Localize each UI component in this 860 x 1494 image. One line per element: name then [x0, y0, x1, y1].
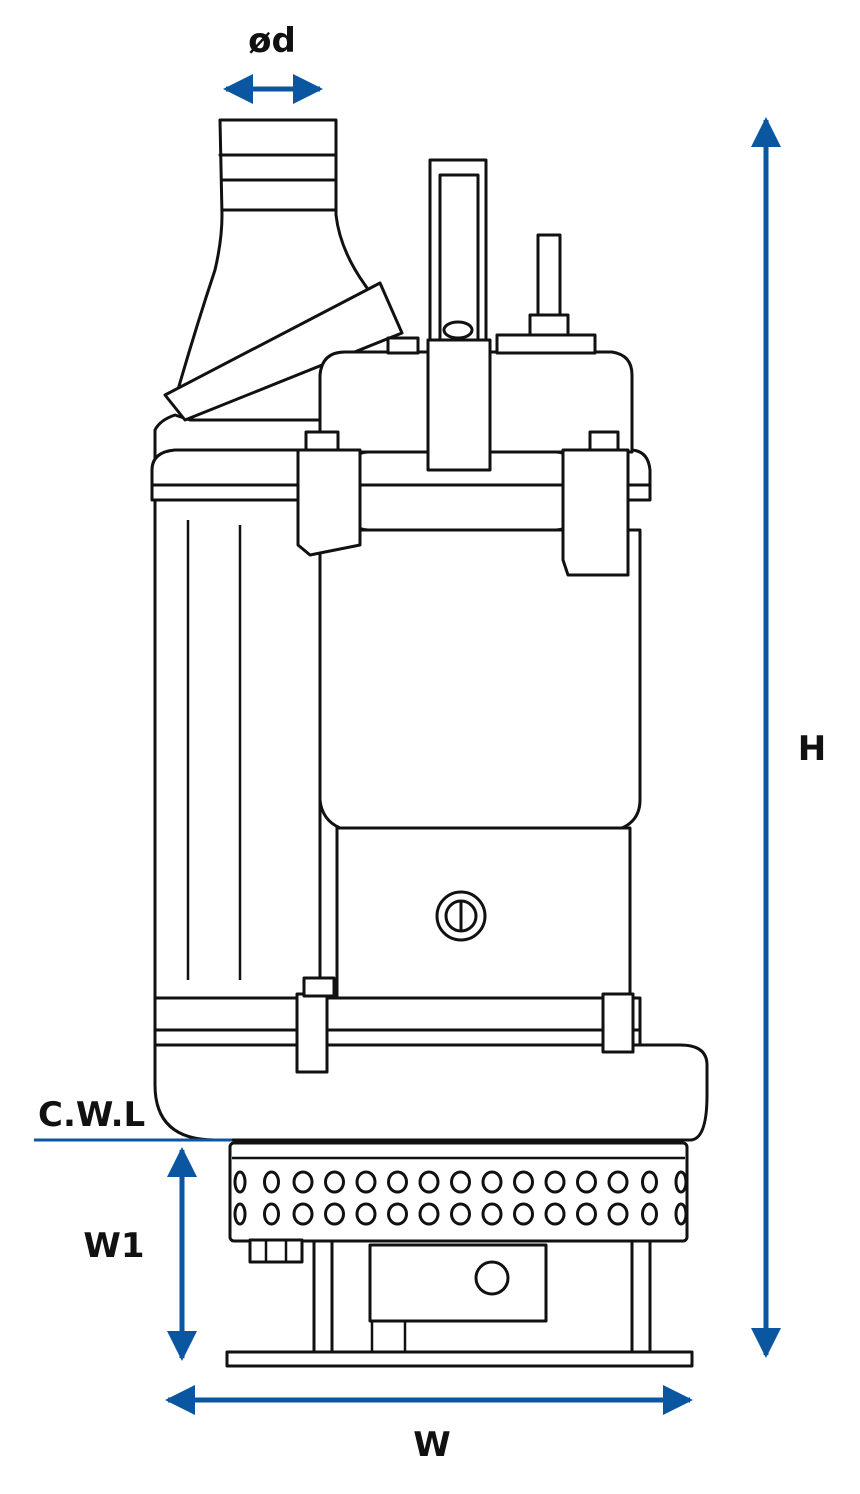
strainer-hole — [418, 1170, 440, 1194]
strainer-hole — [674, 1170, 688, 1194]
strainer-hole — [641, 1202, 658, 1226]
upper-bracket-left — [296, 448, 362, 557]
strainer-hole — [481, 1202, 503, 1226]
strainer-hole — [607, 1202, 629, 1226]
cable-gland-base — [495, 333, 597, 355]
strainer-hole — [387, 1170, 408, 1194]
lower-bracket-right — [601, 992, 635, 1054]
strainer-hole — [292, 1170, 314, 1194]
w-label: W — [413, 1425, 451, 1465]
strainer-hole — [641, 1170, 658, 1194]
strainer-hole — [576, 1202, 597, 1226]
lower-bolt — [302, 976, 336, 998]
strainer-hole — [513, 1202, 534, 1226]
handle-nut — [442, 320, 474, 340]
pump-body — [150, 118, 709, 1368]
dimension-lines — [34, 74, 781, 1415]
leg-left — [312, 1236, 334, 1354]
upper-bolt-left — [304, 430, 340, 452]
strainer-hole — [387, 1202, 408, 1226]
strainer-hole — [450, 1202, 471, 1226]
h-label: H — [798, 729, 826, 769]
strainer-hole — [355, 1170, 377, 1194]
strainer-hole — [263, 1202, 280, 1226]
volute-housing — [153, 1028, 709, 1142]
strainer-hole — [418, 1202, 440, 1226]
strainer-holes — [233, 1170, 688, 1226]
leg-right — [630, 1236, 652, 1354]
strainer-hole — [513, 1170, 534, 1194]
strainer-hole — [544, 1170, 566, 1194]
cable — [536, 233, 562, 322]
strainer-hole — [324, 1170, 345, 1194]
base-box — [368, 1243, 548, 1323]
handle-bar — [438, 173, 480, 342]
cwl-label: C.W.L — [38, 1095, 145, 1135]
base-plate — [225, 1350, 694, 1368]
discharge-column — [153, 413, 322, 1032]
base-hole — [474, 1260, 510, 1296]
strainer-hole — [481, 1170, 503, 1194]
strainer-hole — [576, 1170, 597, 1194]
strainer-nut — [248, 1238, 304, 1264]
lower-bracket-left — [295, 992, 329, 1074]
upper-bracket-right — [561, 448, 630, 577]
lower-clamp-band — [153, 996, 642, 1032]
od-label: ød — [248, 21, 296, 61]
outlet-flange — [163, 281, 404, 422]
strainer-hole — [450, 1170, 471, 1194]
strainer-hole — [233, 1202, 247, 1226]
handle-base — [426, 338, 492, 472]
strainer-hole — [607, 1170, 629, 1194]
strainer-hole — [263, 1170, 280, 1194]
strainer-hole — [292, 1202, 314, 1226]
strainer-hole — [674, 1202, 688, 1226]
strainer-hole — [355, 1202, 377, 1226]
strainer-hole — [324, 1202, 345, 1226]
top-bolt — [386, 336, 420, 355]
strainer-hole — [233, 1170, 247, 1194]
w1-label: W1 — [83, 1226, 144, 1266]
upper-bolt-right — [588, 430, 620, 452]
strainer-hole — [544, 1202, 566, 1226]
